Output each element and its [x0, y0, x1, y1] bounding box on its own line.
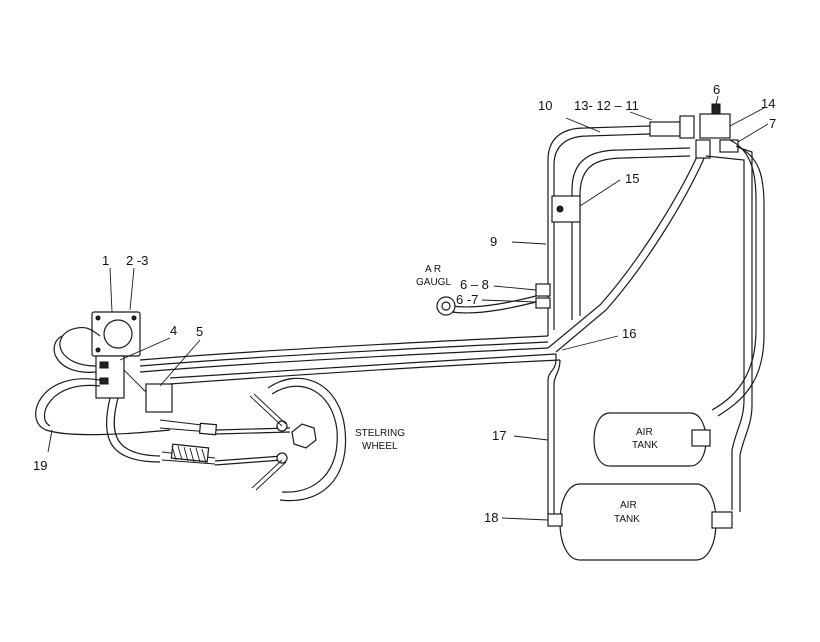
- left-hose-loops: [35, 326, 171, 463]
- lower-tank-label-2: TANK: [614, 514, 640, 525]
- fitting-13-12-11: [649, 121, 681, 137]
- air-tank-lower: [547, 483, 733, 561]
- callout-6: 6: [713, 82, 720, 97]
- tank-fitting: [711, 511, 733, 529]
- leader-lines: [47, 95, 769, 521]
- callout-19: 19: [33, 458, 47, 473]
- elbow-fitting: [695, 139, 711, 159]
- callout-15: 15: [625, 171, 639, 186]
- steering-wheel-label-2: WHEEL: [362, 441, 398, 452]
- callout-6-8: 6 – 8: [460, 277, 489, 292]
- callout-9: 9: [490, 234, 497, 249]
- spring-coil: [171, 445, 207, 464]
- fitting-7: [719, 139, 739, 153]
- tank-valve: [691, 429, 711, 447]
- fitting-6-7: [535, 297, 551, 309]
- upper-riser: [451, 125, 707, 353]
- plate-bolt: [95, 347, 101, 353]
- air-gauge-label-1: A R: [425, 264, 441, 275]
- callout-13-12-11: 13- 12 – 11: [574, 98, 639, 113]
- callout-7: 7: [769, 116, 776, 131]
- lower-tank-label-1: AIR: [620, 500, 637, 511]
- callout-1: 1: [102, 253, 109, 268]
- plate-hole: [103, 319, 133, 349]
- tee-fitting-6-14: [699, 113, 731, 139]
- air-tank-upper: [593, 412, 711, 467]
- upper-tank-label-2: TANK: [632, 440, 658, 451]
- callout-6-7: 6 -7: [456, 292, 478, 307]
- callout-16: 16: [622, 326, 636, 341]
- tank-hoses: [547, 139, 765, 516]
- callout-10: 10: [538, 98, 552, 113]
- callout-2-3: 2 -3: [126, 253, 148, 268]
- top-fitting-cluster: [649, 103, 739, 159]
- upper-tank-label-1: AIR: [636, 427, 653, 438]
- linkage: [123, 369, 147, 393]
- control-valve-assembly: [91, 311, 173, 413]
- callout-14: 14: [761, 96, 775, 111]
- callout-5: 5: [196, 324, 203, 339]
- air-gauge: [436, 296, 456, 316]
- fitting-body: [679, 115, 695, 139]
- drain-fitting-18: [547, 513, 563, 527]
- air-gauge-label-2: GAUGL: [416, 277, 451, 288]
- steering-wheel-label-1: STELRING: [355, 428, 405, 439]
- fitting-cap: [711, 103, 721, 115]
- callout-18: 18: [484, 510, 498, 525]
- steering-wheel: [267, 377, 347, 502]
- callout-4: 4: [170, 323, 177, 338]
- fitting-6-8: [535, 283, 551, 297]
- steering-column: [159, 393, 291, 491]
- valve-port: [99, 361, 109, 369]
- plate-bolt: [131, 315, 137, 321]
- callout-17: 17: [492, 428, 506, 443]
- valve-port: [99, 377, 109, 385]
- valve-5-body: [145, 383, 173, 413]
- plate-bolt: [95, 315, 101, 321]
- main-hose-bundle: [139, 335, 561, 385]
- relay-valve-15: [551, 195, 581, 223]
